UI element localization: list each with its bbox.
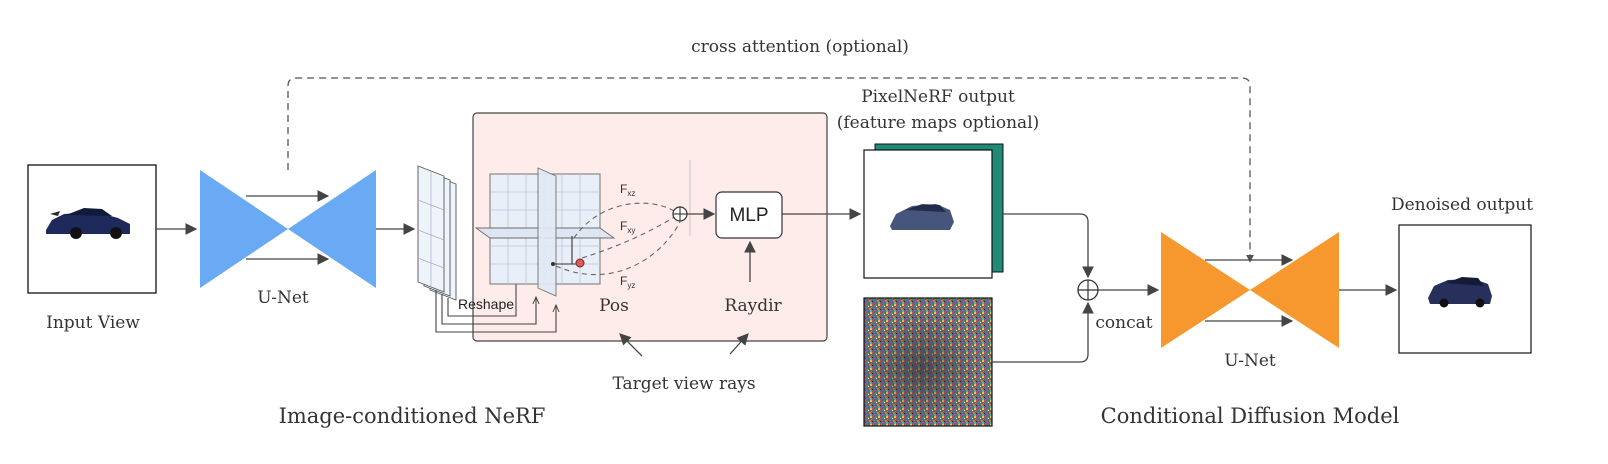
circle-plus-icon [1077,279,1099,301]
denoised-output-label: Denoised output [1391,195,1533,215]
concat-label: concat [1095,313,1152,333]
raydir-label: Raydir [724,296,782,316]
target-view-rays-label: Target view rays [612,374,755,394]
pixelnerf-output-title: PixelNeRF output [861,87,1015,107]
unet-left [200,170,376,288]
cross-attention-dashed-path [287,77,1254,263]
input-view-label: Input View [46,313,140,333]
pixelnerf-output-subtitle: (feature maps optional) [837,113,1040,133]
car-icon [1428,277,1492,308]
unet-left-label: U-Net [257,288,309,308]
car-icon [890,204,954,230]
input-view-image [27,164,157,294]
mlp-box [715,191,783,239]
f-xz-label: Fxz [620,182,635,198]
pixelnerf-output-image [863,143,1004,279]
circle-plus-icon [672,206,688,222]
feature-sampling-curves [555,202,681,276]
denoised-output-image [1398,224,1532,354]
connector-output-to-concat [1003,213,1094,279]
f-yz-label: Fyz [620,274,635,290]
pos-label: Pos [599,296,629,316]
reshape-label: Reshape [458,296,514,312]
unet-right [1161,232,1339,348]
noise-image [863,297,993,427]
unet-right-label: U-Net [1224,351,1276,371]
conditional-diffusion-model-title: Conditional Diffusion Model [1101,404,1400,428]
car-icon [46,208,130,239]
arrow-rays-to-raydir [729,333,749,355]
connector-noise-to-concat [992,301,1094,363]
feature-plane-stack [417,165,457,301]
image-conditioned-nerf-title: Image-conditioned NeRF [279,404,546,428]
f-xy-label: Fxy [620,219,635,235]
arrow-rays-to-pos [619,333,643,357]
mlp-label: MLP [729,205,768,226]
triplane-grid [474,167,616,297]
cross-attention-label: cross attention (optional) [691,37,909,57]
